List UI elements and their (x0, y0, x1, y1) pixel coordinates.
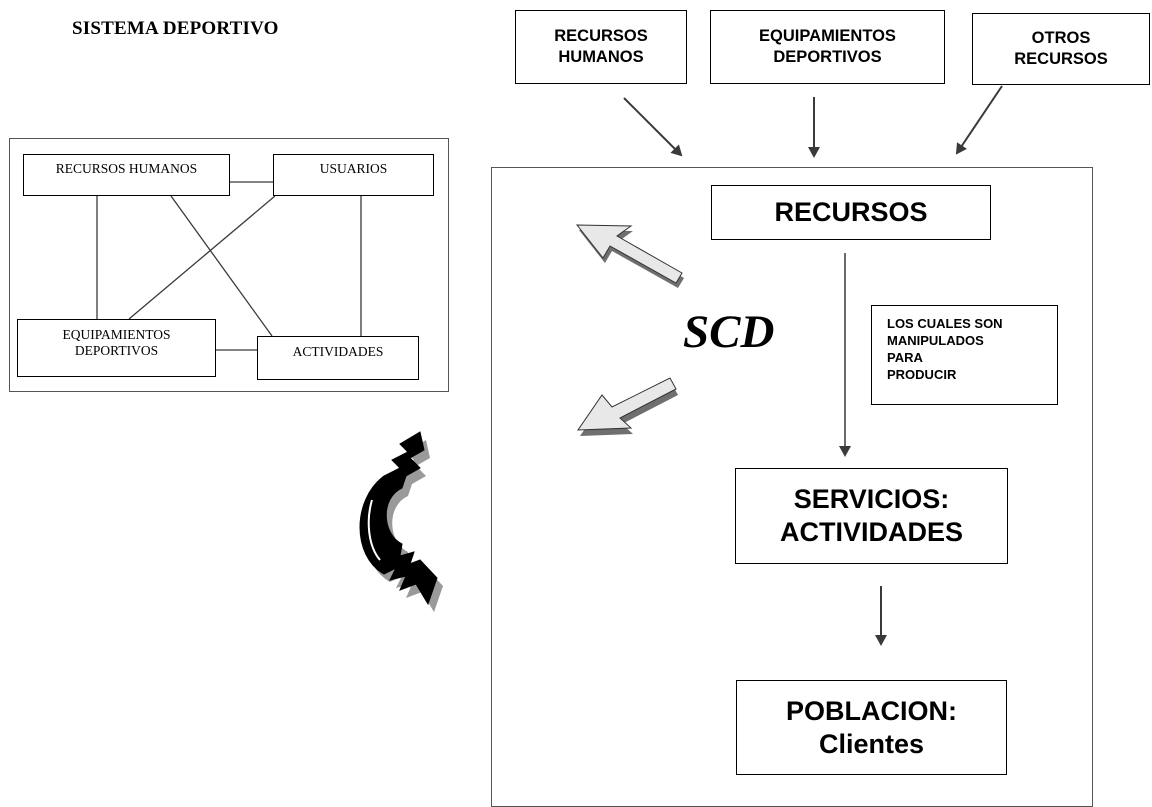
top-box-line: HUMANOS (558, 48, 644, 66)
node-label: USUARIOS (319, 161, 388, 176)
top-box-line: EQUIPAMIENTOS (759, 27, 896, 45)
node-recursos-humanos: RECURSOS HUMANOS (23, 154, 230, 196)
node-usuarios: USUARIOS (273, 154, 434, 196)
relationship-lines (96, 181, 362, 351)
main-arrows (359, 85, 1003, 646)
node-label: EQUIPAMIENTOS (62, 327, 171, 342)
diagram-title: SISTEMA DEPORTIVO (72, 18, 279, 39)
block-arrow-upper-left-icon (575, 224, 684, 288)
box-label: SERVICIOS: (793, 484, 950, 514)
link-usuarios-equipamientos (128, 195, 276, 320)
box-servicios-actividades: SERVICIOS:ACTIVIDADES (735, 468, 1008, 564)
scd-label: SCD (683, 306, 775, 358)
note-box: LOS CUALES SON MANIPULADOS PARA PRODUCIR (871, 305, 1058, 405)
arrow-recursos-humanos (623, 97, 683, 157)
block-arrow-lower-left-icon (577, 377, 678, 436)
link-rh-actividades (170, 195, 273, 337)
top-box-recursos-humanos: RECURSOS HUMANOS (515, 10, 687, 84)
box-label: ACTIVIDADES (779, 517, 963, 547)
relationship-diagram-frame (9, 138, 449, 392)
box-label: Clientes (818, 728, 925, 759)
top-box-line: OTROS (1031, 29, 1091, 47)
top-box-line: DEPORTIVOS (773, 48, 882, 66)
top-box-line: RECURSOS (554, 27, 648, 45)
curved-arrow-icon (359, 431, 443, 612)
top-box-equipamientos: EQUIPAMIENTOS DEPORTIVOS (710, 10, 945, 84)
note-line: MANIPULADOS (887, 333, 984, 348)
box-poblacion-clientes: POBLACION:Clientes (736, 680, 1007, 775)
box-label: RECURSOS (774, 197, 928, 227)
arrow-otros-recursos (955, 85, 1003, 155)
node-label: ACTIVIDADES (292, 344, 384, 359)
note-line: PRODUCIR (887, 367, 957, 382)
note-line: PARA (887, 350, 923, 365)
box-recursos: RECURSOS (711, 185, 991, 240)
note-line: LOS CUALES SON (887, 316, 1003, 331)
top-box-otros-recursos: OTROS RECURSOS (972, 13, 1150, 85)
node-actividades: ACTIVIDADES (257, 336, 419, 380)
top-box-line: RECURSOS (1014, 50, 1108, 68)
node-label: DEPORTIVOS (74, 343, 159, 358)
box-label: POBLACION: (786, 695, 957, 726)
node-label: RECURSOS HUMANOS (55, 161, 198, 176)
